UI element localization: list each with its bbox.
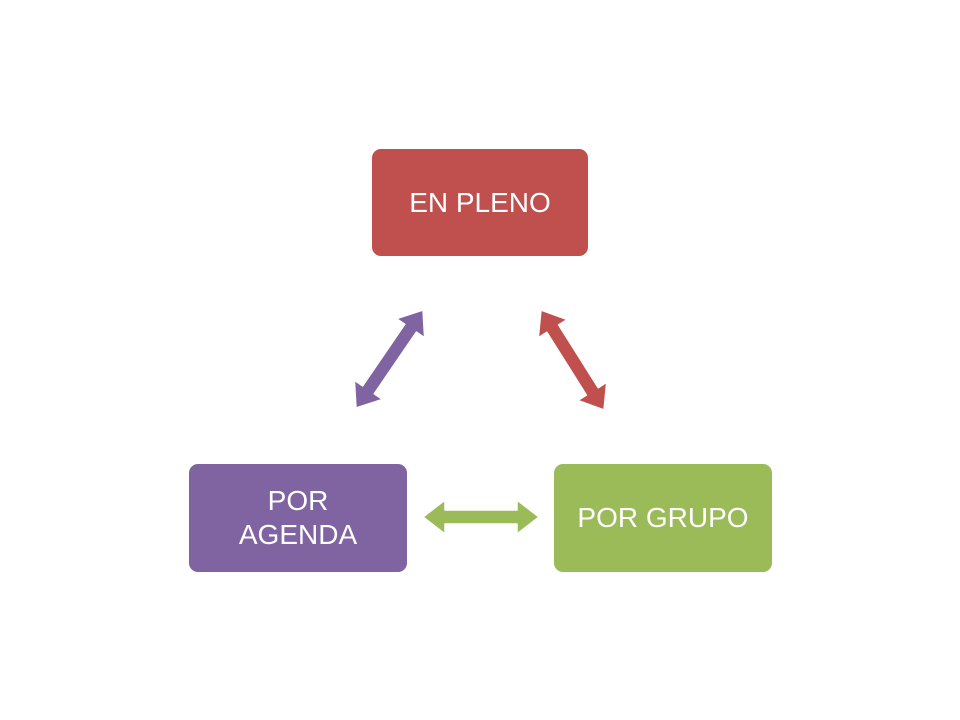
double-arrow-left-right xyxy=(422,499,540,535)
double-arrow-left-top xyxy=(353,309,426,409)
node-por-grupo: POR GRUPO xyxy=(554,464,772,572)
double-arrow-top-right xyxy=(537,309,608,411)
node-en-pleno: EN PLENO xyxy=(372,149,588,256)
node-label: EN PLENO xyxy=(409,186,551,218)
node-label: POR GRUPO xyxy=(577,502,749,533)
node-label: POR AGENDA xyxy=(238,485,358,550)
node-por-agenda: POR AGENDA xyxy=(189,464,407,572)
